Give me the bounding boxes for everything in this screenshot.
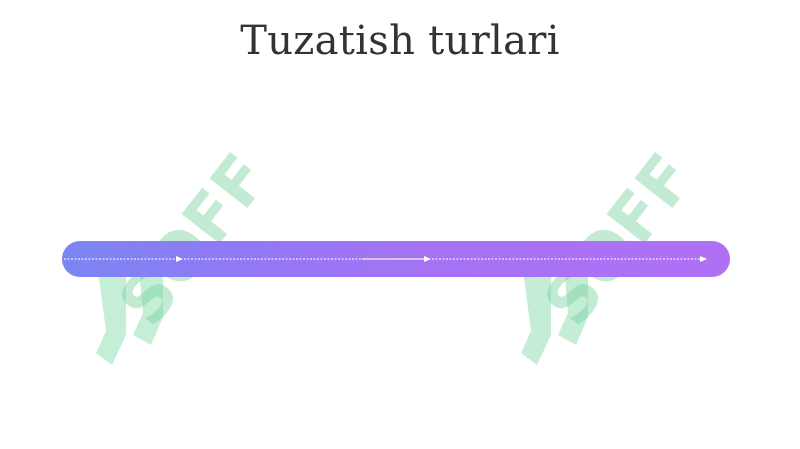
watermark-right: SOFF: [505, 95, 735, 370]
gradient-track: [62, 241, 730, 277]
watermark-text: SOFF: [529, 140, 709, 340]
watermark-text: SOFF: [104, 140, 284, 340]
soff-logo-icon: SOFF: [96, 140, 284, 365]
arrow-right-icon: [700, 256, 707, 262]
watermark-left: SOFF: [80, 95, 310, 370]
arrow-right-icon: [424, 256, 431, 262]
track-arrows: [64, 256, 707, 262]
soff-logo-icon: SOFF: [521, 140, 709, 365]
page-title: Tuzatish turlari: [240, 18, 560, 64]
arrow-right-icon: [176, 256, 183, 262]
